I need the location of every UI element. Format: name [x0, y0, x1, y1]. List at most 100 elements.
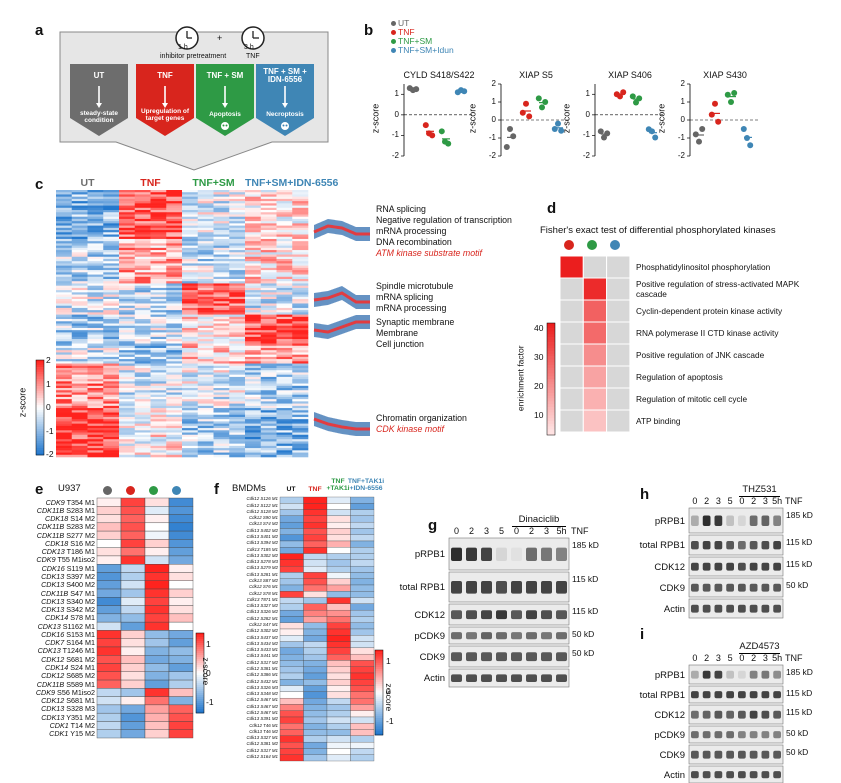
heatmap-cell	[182, 245, 199, 249]
heatmap-cell	[182, 238, 199, 242]
heatmap-cell	[245, 434, 262, 438]
heatmap-cell	[260, 365, 277, 369]
heatmap-cell	[245, 290, 262, 293]
b-point-1-2-2	[542, 99, 549, 105]
heatmap-cell	[103, 347, 120, 351]
heatmap-cell	[245, 327, 262, 331]
e-cell-27-3	[168, 721, 194, 730]
heatmap-cell	[229, 274, 246, 278]
panel_i-lane-0: 0	[692, 653, 698, 663]
heatmap-cell	[71, 374, 88, 378]
e-cell-23-1	[120, 688, 146, 697]
heatmap-cell	[229, 198, 246, 202]
b-point-3-0-0	[692, 131, 699, 138]
heatmap-cell	[134, 350, 151, 353]
b-ytick-0-2: -1	[391, 130, 399, 140]
panel_i-band-4-6	[761, 750, 770, 759]
heatmap-cell	[182, 305, 199, 309]
heatmap-cell	[245, 279, 262, 282]
e-site: T55 M1iso2	[55, 555, 95, 565]
panel_g-band-0-7	[556, 547, 567, 562]
heatmap-cell	[292, 430, 309, 433]
f-cbar-step	[375, 681, 383, 685]
heatmap-cell	[182, 232, 199, 235]
heatmap-cell	[260, 441, 277, 444]
heatmap-cell	[87, 205, 104, 209]
heatmap-cell	[292, 345, 309, 349]
heatmap-cell	[150, 287, 167, 291]
heatmap-cell	[87, 334, 104, 338]
heatmap-cell	[292, 303, 309, 306]
heatmap-cell	[87, 216, 104, 220]
heatmap-cell	[229, 254, 246, 258]
heatmap-cell	[150, 232, 167, 235]
e-gene: CDK11B	[36, 505, 65, 515]
heatmap-cell	[213, 216, 230, 220]
heatmap-cell	[166, 292, 183, 295]
f-cell-7-3	[350, 540, 375, 548]
heatmap-cell	[292, 250, 309, 253]
heatmap-cell	[87, 341, 104, 344]
d-cell-1-0	[559, 277, 584, 301]
heatmap-cell	[71, 363, 88, 367]
panel_i-band-5-7	[773, 771, 781, 779]
heatmap-cell	[213, 207, 230, 211]
panel_h-band-3-7	[773, 583, 781, 592]
heatmap-cell	[213, 243, 230, 246]
panel_i-treatment-bar	[739, 653, 780, 654]
f-row-label-34: Cdk12 S467 M1	[246, 710, 279, 715]
e-cell-26-0	[96, 712, 122, 722]
heatmap-cell	[119, 356, 136, 360]
e-cell-15-0	[96, 621, 122, 631]
heatmap-cell	[71, 352, 88, 355]
c-annot-2-0: Synaptic membrane	[376, 317, 455, 327]
f-row-label-20: Cdk12 S47 M1	[248, 622, 278, 627]
heatmap-cell	[229, 207, 246, 211]
panel_i-band-5-1	[702, 771, 711, 779]
heatmap-cell	[134, 230, 151, 233]
f-cell-15-2	[326, 591, 351, 598]
heatmap-cell	[119, 205, 136, 209]
heatmap-cell	[182, 416, 199, 420]
heatmap-cell	[103, 194, 120, 197]
e-gene: CDK16	[41, 629, 65, 639]
b-point-1-3-0	[551, 126, 558, 132]
heatmap-cell	[119, 330, 136, 333]
e-group-dot-2	[149, 486, 158, 495]
heatmap-cell	[166, 294, 183, 298]
heatmap-cell	[56, 258, 73, 262]
panel_h-band-2-4	[738, 562, 746, 571]
heatmap-cell	[229, 443, 246, 447]
heatmap-cell	[56, 276, 73, 280]
heatmap-cell	[103, 314, 120, 318]
f-cell-12-2	[326, 572, 351, 579]
heatmap-cell	[260, 412, 277, 416]
heatmap-cell	[182, 363, 199, 367]
heatmap-cell	[276, 332, 293, 335]
heatmap-cell	[150, 256, 167, 260]
f-cell-10-0	[279, 559, 304, 567]
heatmap-cell	[150, 443, 167, 447]
e-row-label-13: CDK13 S342 M2	[8, 606, 95, 613]
panel-label-b: b	[364, 22, 374, 39]
heatmap-cell	[71, 396, 88, 400]
e-cbar-step	[196, 653, 204, 656]
panel_g-lane-6: 3	[543, 526, 549, 536]
heatmap-cell	[71, 365, 88, 369]
c-cbar-tick-3: -1	[46, 425, 54, 436]
heatmap-cell	[260, 334, 277, 338]
panel_g-band-4-1	[466, 652, 477, 662]
heatmap-cell	[103, 334, 120, 338]
f-cell-3-3	[350, 515, 375, 523]
heatmap-cell	[103, 339, 120, 342]
heatmap-cell	[292, 205, 309, 209]
heatmap-cell	[150, 296, 167, 300]
heatmap-cell	[150, 305, 167, 309]
heatmap-cell	[134, 363, 151, 367]
heatmap-cell	[276, 290, 293, 293]
heatmap-cell	[150, 347, 167, 351]
e-cell-7-1	[120, 555, 146, 565]
f-cell-29-2	[326, 679, 351, 686]
d-group-dot-0	[564, 240, 574, 250]
heatmap-cell	[134, 425, 151, 429]
